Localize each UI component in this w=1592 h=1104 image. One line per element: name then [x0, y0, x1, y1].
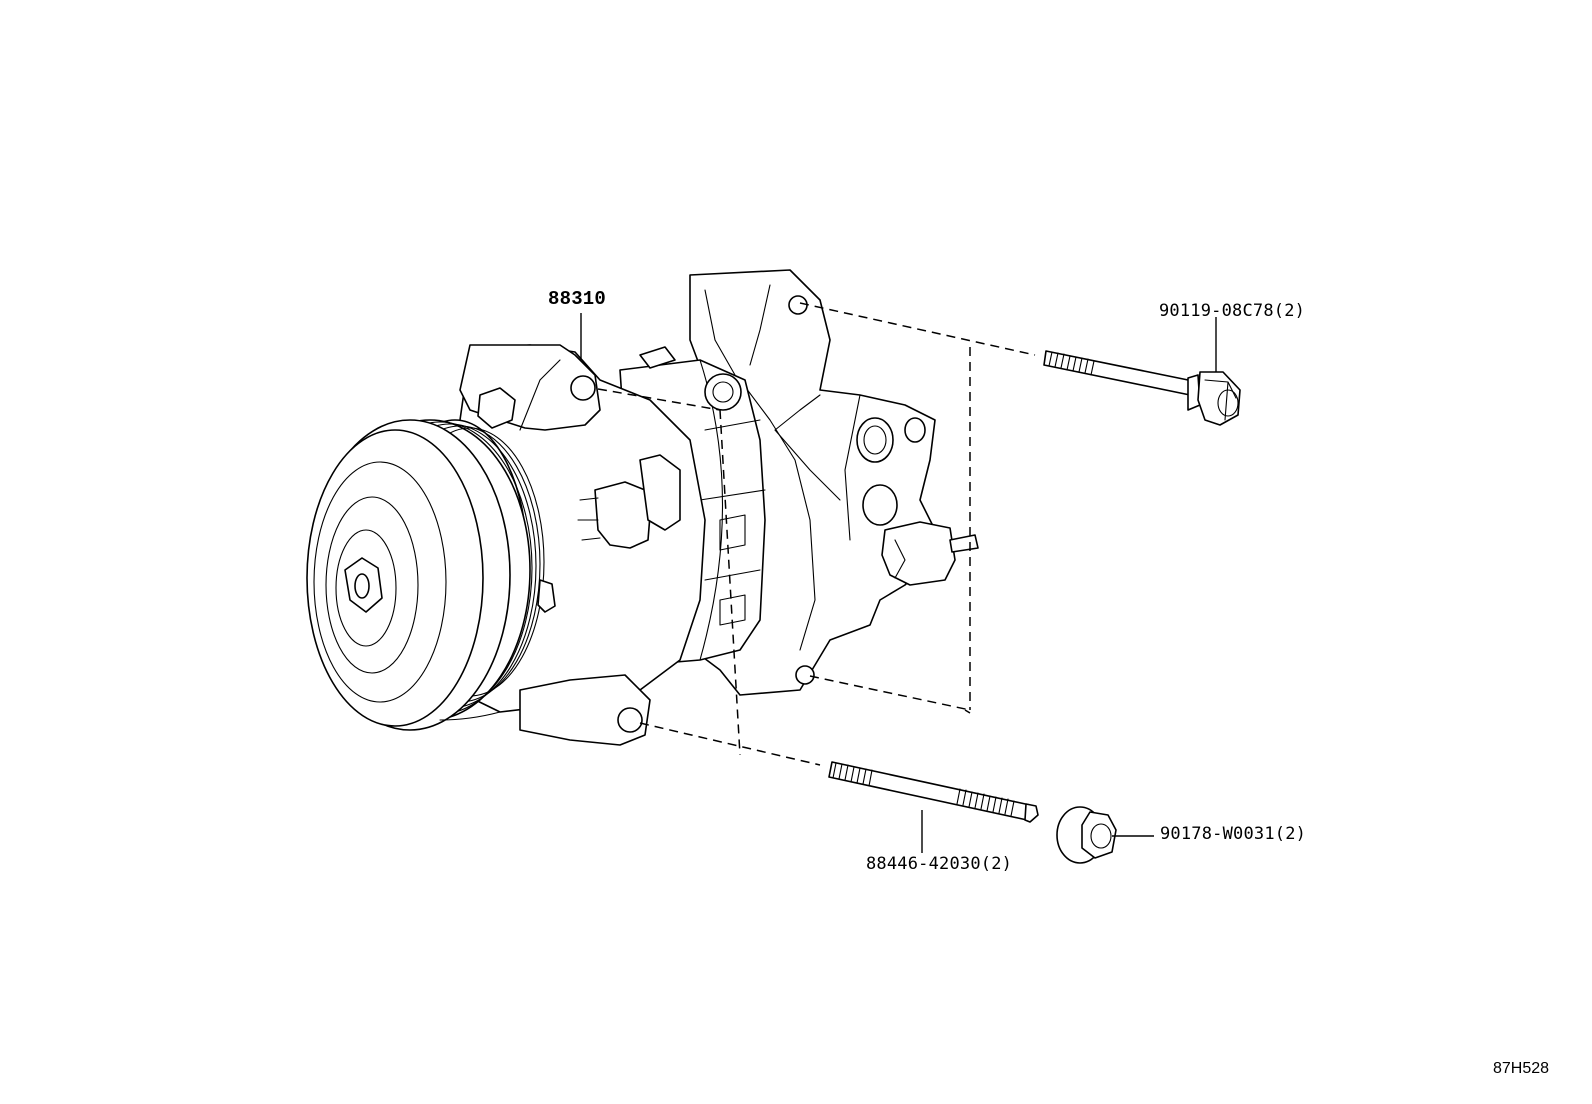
label-flange-nut[interactable]: 90178-W0031(2): [1160, 824, 1307, 844]
stud-bolt-icon: [828, 761, 1039, 823]
ac-compressor-icon: [306, 269, 979, 746]
diagram-id: 87H528: [1493, 1060, 1550, 1077]
flange-nut-icon: [1056, 806, 1117, 864]
assembly-guide-lines: [597, 302, 1036, 766]
label-compressor[interactable]: 88310: [548, 288, 607, 310]
label-stud-bolt[interactable]: 88446-42030(2): [866, 854, 1013, 874]
flange-bolt-icon: [1043, 350, 1241, 426]
leader-lines: [580, 313, 1217, 853]
label-flange-bolt[interactable]: 90119-08C78(2): [1159, 301, 1306, 321]
